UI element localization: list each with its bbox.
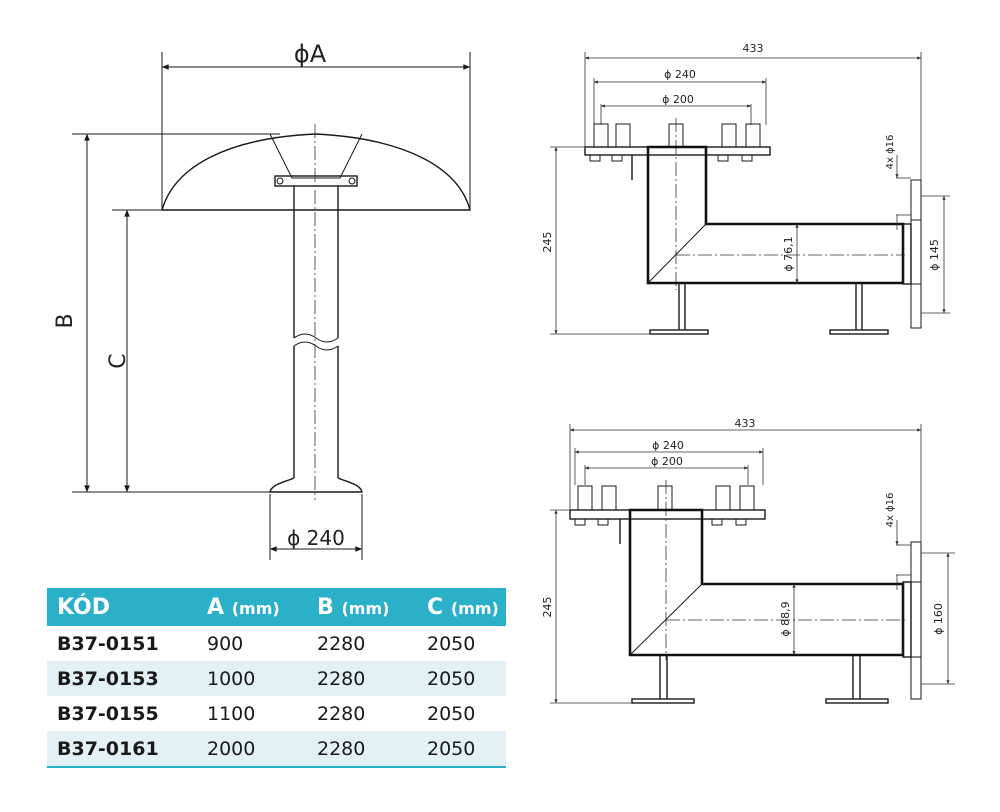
bolt	[721, 123, 737, 148]
clamp	[274, 175, 358, 187]
umbrella-cone	[269, 133, 363, 179]
nut	[597, 518, 609, 526]
cell-code: B37-0151	[57, 632, 159, 655]
nut	[711, 518, 723, 526]
bolt	[348, 177, 356, 185]
dim-label-flange: ϕ 145	[928, 239, 941, 271]
nut	[574, 518, 586, 526]
table-header-row: KÓD A (mm) B (mm) C (mm)	[47, 588, 506, 626]
nut	[741, 154, 753, 162]
bolt	[593, 123, 609, 148]
elbow-seam	[647, 223, 707, 284]
table-row: B37-0153 1000 2280 2050	[47, 661, 506, 696]
left-drawing-mushroom: ϕA B C ϕ 240	[53, 40, 471, 560]
cell-code: B37-0153	[47, 661, 197, 696]
col-header-b: B (mm)	[307, 588, 417, 626]
dim-label-240: ϕ 240	[664, 68, 696, 81]
flange-bolt	[910, 541, 922, 583]
dim-label-holes: 4x ϕ16	[885, 135, 896, 170]
col-header-code: KÓD	[47, 588, 197, 626]
top-flange	[569, 509, 766, 520]
bolt	[657, 485, 673, 511]
nut	[589, 154, 601, 162]
leg-foot	[649, 329, 709, 335]
flange-bolt	[910, 179, 922, 221]
cell-c: 2050	[427, 702, 476, 725]
dim-label-200: ϕ 200	[651, 455, 683, 468]
table-row: B37-0151 900 2280 2050	[47, 626, 506, 661]
dim-label-pipe: ϕ 76,1	[782, 236, 795, 271]
cell-b: 2280	[317, 702, 366, 725]
bolt	[276, 177, 284, 185]
flange-ring	[910, 219, 922, 285]
dim-label-245: 245	[541, 232, 554, 253]
break-line	[293, 333, 339, 343]
cell-code: B37-0155	[57, 702, 159, 725]
leg-foot	[825, 698, 889, 704]
dim-label-433: 433	[743, 42, 764, 55]
bottom-right-drawing: 433 ϕ 240 ϕ 200 ϕ 88,9	[541, 417, 955, 704]
cell-c: 2050	[417, 731, 506, 768]
cell-a: 2000	[197, 731, 307, 768]
cell-a: 1000	[197, 661, 307, 696]
umbrella-dome	[161, 133, 471, 211]
dim-label-245: 245	[541, 597, 554, 618]
nut	[611, 154, 623, 162]
dim-label-200: ϕ 200	[662, 93, 694, 106]
table-row: B37-0155 1100 2280 2050	[47, 696, 506, 731]
elbow-pipe	[646, 145, 905, 285]
top-right-drawing: 433 ϕ 240 ϕ 200 ϕ 76,1	[541, 42, 950, 335]
cell-a: 900	[207, 632, 244, 655]
bolt	[577, 485, 593, 511]
leg-foot	[631, 698, 695, 704]
cell-b: 2280	[307, 731, 417, 768]
dim-label-pipe: ϕ 88,9	[779, 601, 792, 636]
bolt	[715, 485, 731, 511]
bolt	[745, 123, 761, 148]
spec-table: KÓD A (mm) B (mm) C (mm) B37-0151 900 22…	[47, 588, 506, 768]
cell-b: 2280	[317, 632, 366, 655]
bolt	[601, 485, 617, 511]
dim-label-holes: 4x ϕ16	[885, 493, 896, 528]
leg-foot	[829, 329, 889, 335]
dim-label-c: C	[106, 353, 131, 368]
dim-label-flange: ϕ 160	[932, 603, 945, 635]
dim-label-a: ϕA	[294, 40, 327, 68]
base-plate	[269, 477, 363, 493]
bolt	[739, 485, 755, 511]
dim-label-433: 433	[735, 417, 756, 430]
flange-bolt	[910, 656, 922, 700]
cell-c: 2050	[427, 632, 476, 655]
nut	[735, 518, 747, 526]
cell-code: B37-0161	[47, 731, 197, 768]
cell-b: 2280	[307, 661, 417, 696]
table-row: B37-0161 2000 2280 2050	[47, 731, 506, 768]
break-line	[293, 341, 339, 351]
cell-c: 2050	[417, 661, 506, 696]
elbow-pipe	[628, 508, 905, 657]
dim-label-b: B	[53, 313, 78, 328]
dim-label-base: ϕ 240	[287, 526, 345, 550]
elbow-seam	[629, 583, 703, 656]
col-header-a: A (mm)	[197, 588, 307, 626]
dim-label-240: ϕ 240	[652, 439, 684, 452]
nut	[717, 154, 729, 162]
flange-ring	[910, 581, 922, 658]
cell-a: 1100	[207, 702, 256, 725]
flange-bolt	[910, 283, 922, 329]
bolt	[615, 123, 631, 148]
col-header-c: C (mm)	[417, 588, 506, 626]
